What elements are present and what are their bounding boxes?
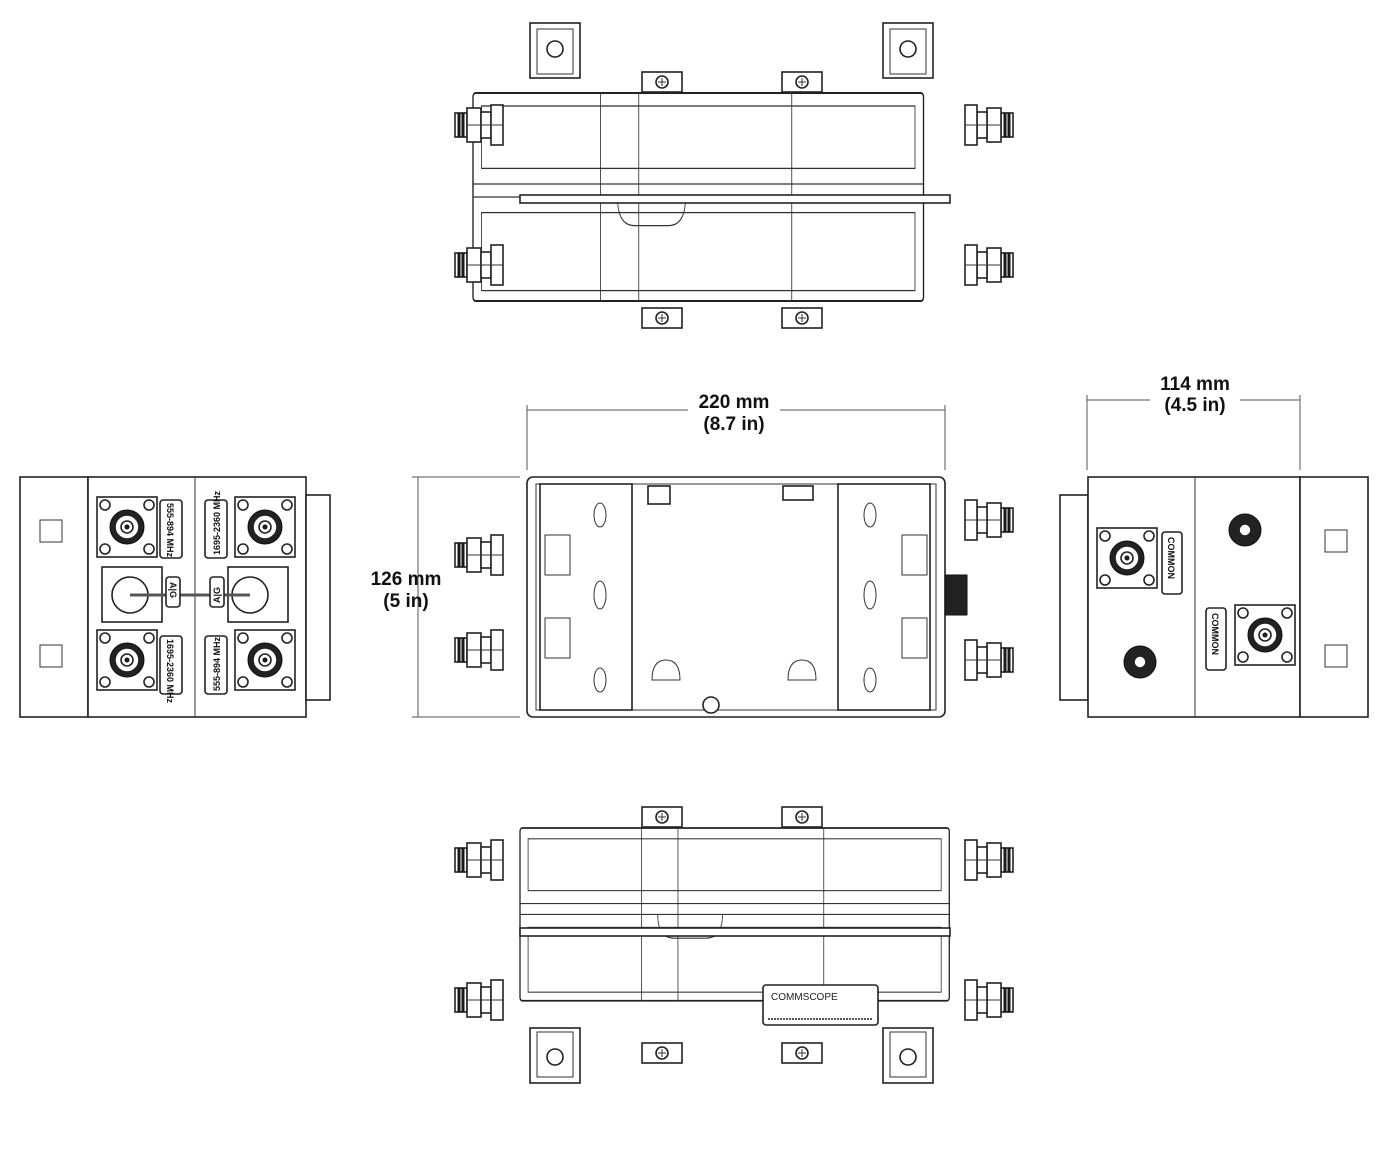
rf-connector [965,245,1013,285]
mounting-bracket-left [539,483,633,711]
left-view: 555-894 MHz 1695-2360 MHz 1695-2360 MHz … [19,476,331,718]
front-view [454,476,1013,718]
common-label: COMMON [1166,537,1176,579]
rf-connector [454,629,504,671]
depth-mm-label: 114 mm [1160,374,1230,395]
dimension-height: 126 mm (5 in) [371,476,520,718]
port-label: 1695-2360 MHz [165,639,175,704]
dc-port [944,574,968,616]
width-mm-label: 220 mm [699,392,770,413]
depth-in-label: (4.5 in) [1164,395,1225,416]
rf-connector [454,979,504,1021]
rf-connector [965,500,1013,540]
rf-connector [965,840,1013,880]
bottom-view: COMMSCOPE [454,806,1013,1084]
mounting-bracket-right [837,483,931,711]
brand-label: COMMSCOPE [771,992,838,1003]
rf-connector [965,980,1013,1020]
top-view [454,22,1013,329]
port-label: 555-894 MHz [165,503,175,558]
rf-connector [454,104,504,146]
common-label: COMMON [1210,613,1220,655]
rf-connector [965,640,1013,680]
rf-connector [965,105,1013,145]
height-in-label: (5 in) [383,591,428,612]
rf-connector [454,534,504,576]
right-view: COMMON COMMON [1059,476,1369,718]
dimension-depth: 114 mm (4.5 in) [1086,372,1301,470]
height-mm-label: 126 mm [371,569,442,590]
dimension-width: 220 mm (8.7 in) [526,388,946,470]
port-label: 555-894 MHz [212,636,222,691]
width-in-label: (8.7 in) [703,414,764,435]
rf-connector [454,244,504,286]
ag-label: A|G [168,582,178,598]
rf-connector [454,839,504,881]
port-label: 1695-2360 MHz [212,490,222,555]
ag-label: A|G [212,587,222,603]
